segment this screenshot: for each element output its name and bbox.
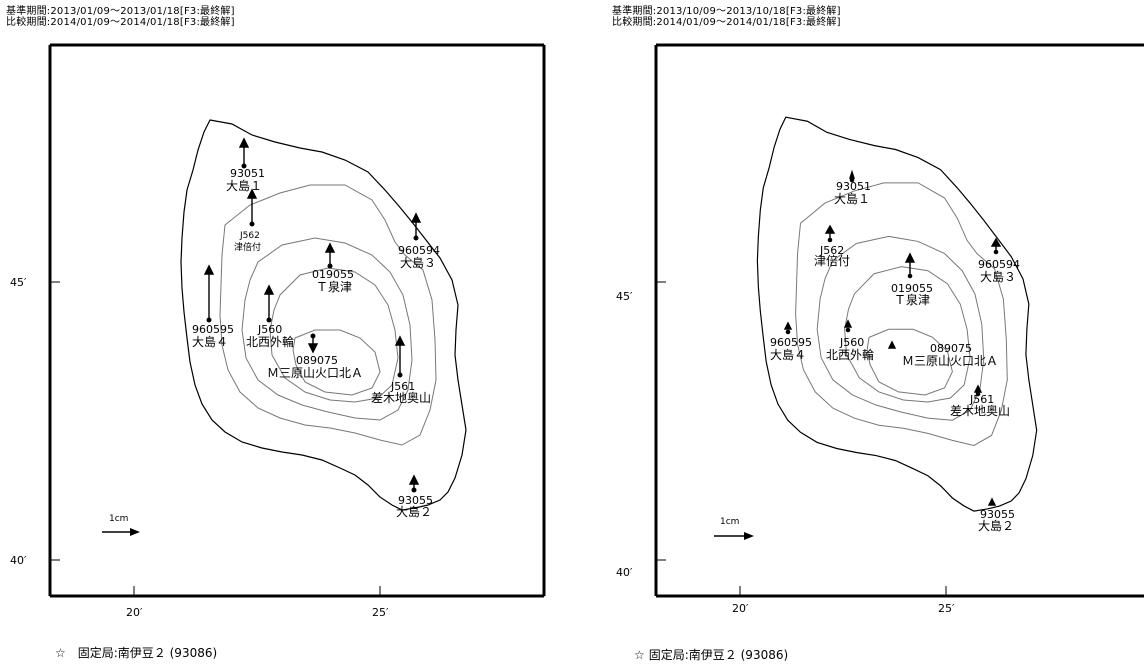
scale-label: 1cm [109,514,128,524]
station-code: 019055 [891,282,933,295]
contour-3 [269,267,399,403]
station-code: J562 [239,231,260,241]
scale-label: 1cm [720,517,739,527]
station-code: J561 [969,393,994,406]
fixed-station-label: ☆固定局:南伊豆２ (93086) [634,648,789,662]
station-code: 960594 [398,244,440,257]
station-name: 北西外輪 [246,334,294,349]
contour-2 [241,237,413,421]
station-code: 019055 [312,268,354,281]
station-name: 大島２ [396,504,432,519]
coastline [180,119,467,511]
station-code: J561 [390,380,415,393]
station-code: 089075 [930,342,972,355]
displacement-map: 93051 大島１ J562 津倍付 960594 大島３ 019055 Ｔ泉津… [616,43,1144,615]
displacement-map: 93051 大島１ J562 津倍付 960594 大島３ 019055 Ｔ泉津… [10,43,546,619]
station-code: 960595 [192,323,234,336]
station-name: 津倍付 [234,241,261,253]
lat-label: 40′ [10,554,27,567]
lat-label: 45′ [616,290,633,303]
lon-label: 25′ [372,606,389,619]
star-icon: ☆ [634,648,645,662]
station-name: 津倍付 [814,253,850,268]
station-code: 93051 [230,167,265,180]
station-code: 089075 [296,354,338,367]
coastline [756,116,1038,512]
station-code: 960594 [978,258,1020,271]
compare-period-label: 比較期間:2014/01/09〜2014/01/18[F3:最終解] [612,17,841,28]
map-panel-right: 基準期間:2013/10/09〜2013/10/18[F3:最終解] 比較期間:… [606,0,1144,666]
contour-2 [816,235,985,421]
station-name: 大島４ [192,334,228,349]
station-name: 大島３ [400,255,436,270]
station-code: J560 [839,336,864,349]
lon-label: 20′ [732,602,749,615]
lat-label: 40′ [616,566,633,579]
station-name: Ｔ泉津 [316,280,352,294]
station-name: 大島２ [978,518,1014,533]
fixed-station-label: ☆固定局:南伊豆２ (93086) [55,646,218,660]
station-name: 差木地奥山 [371,391,431,405]
station-name: 差木地奥山 [950,404,1010,418]
station-code: 93051 [836,180,871,193]
crater-rim [866,328,953,396]
crater-rim [292,329,381,396]
star-icon: ☆ [55,646,66,660]
contour-1 [219,184,437,446]
station-name: 北西外輪 [826,347,874,362]
station-code: J562 [819,244,844,257]
station-code: 960595 [770,336,812,349]
station-code: J560 [257,323,282,336]
contour-1 [795,182,1008,446]
station-name: Ｔ泉津 [894,293,930,307]
station-code: 93055 [398,494,433,507]
station-name: 大島１ [226,178,262,193]
compare-period-label: 比較期間:2014/01/09〜2014/01/18[F3:最終解] [6,17,235,28]
lat-label: 45′ [10,276,27,289]
station-code: 93055 [980,508,1015,521]
lon-label: 20′ [126,606,143,619]
station-name: 大島１ [834,191,870,206]
base-period-label: 基準期間:2013/01/09〜2013/01/18[F3:最終解] [6,6,235,17]
map-panel-left: 基準期間:2013/01/09〜2013/01/18[F3:最終解] 比較期間:… [6,6,546,660]
contour-3 [844,266,971,403]
base-period-label: 基準期間:2013/10/09〜2013/10/18[F3:最終解] [612,6,841,17]
station-name: 大島４ [770,347,806,362]
station-name: 大島３ [980,269,1016,284]
station-name: Ｍ三原山火口北Ａ [267,366,363,380]
displacement-vectors [203,137,422,493]
displacement-vectors [783,169,1002,506]
station-name: Ｍ三原山火口北Ａ [902,354,998,368]
lon-label: 25′ [938,602,955,615]
